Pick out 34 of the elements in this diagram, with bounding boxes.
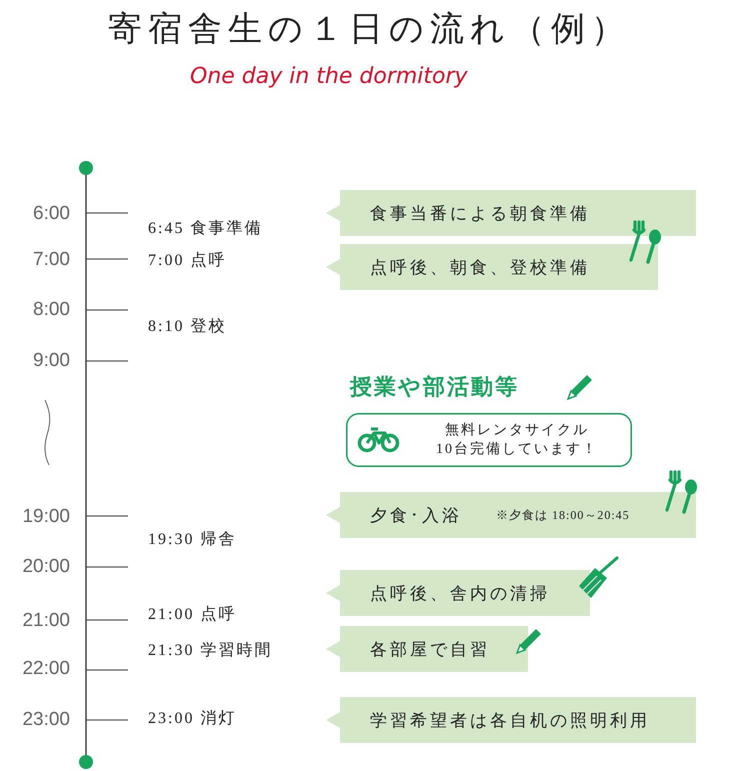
callout-text: 夕食･入浴 <box>370 505 462 527</box>
event-label: 23:00 消灯 <box>148 708 236 729</box>
event-label: 21:30 学習時間 <box>148 640 272 661</box>
hour-label: 6:00 <box>32 203 70 225</box>
callout-box <box>326 492 696 538</box>
event-label: 21:00 点呼 <box>148 604 236 625</box>
hour-label: 22:00 <box>21 658 70 680</box>
callout-text: 食事当番による朝食準備 <box>370 203 590 225</box>
subtitle: One day in the dormitory <box>190 64 468 89</box>
note-text: ※夕食は 18:00～20:45 <box>496 507 630 524</box>
event-label: 19:30 帰舎 <box>148 530 236 550</box>
callout-box <box>326 626 528 672</box>
hour-label: 7:00 <box>32 249 70 271</box>
hour-label: 9:00 <box>32 350 70 372</box>
hour-label: 21:00 <box>21 610 70 632</box>
section-heading: 授業や部活動等 <box>350 374 519 402</box>
callout-text: 学習希望者は各自机の照明利用 <box>370 710 650 732</box>
callout-text: 各部屋で自習 <box>370 639 490 661</box>
info-box <box>346 413 632 467</box>
event-label: 6:45 食事準備 <box>148 218 262 239</box>
callout-box <box>326 190 696 236</box>
hour-label: 23:00 <box>21 709 70 731</box>
diagram-title: 寄宿舎生の１日の流れ（例） <box>107 10 632 50</box>
hour-label: 8:00 <box>32 299 70 321</box>
callout-text: 無料レンタサイクル 10台完備しています！ <box>435 422 599 459</box>
callout-box <box>326 244 658 290</box>
event-label: 8:10 登校 <box>148 317 226 337</box>
callout-box <box>326 697 696 743</box>
event-label: 7:00 点呼 <box>148 250 226 271</box>
callout-box <box>326 570 590 616</box>
callout-text: 点呼後、舎内の清掃 <box>370 583 550 605</box>
callout-text: 点呼後、朝食、登校準備 <box>370 257 590 279</box>
hour-label: 20:00 <box>21 556 70 578</box>
hour-label: 19:00 <box>21 506 70 528</box>
